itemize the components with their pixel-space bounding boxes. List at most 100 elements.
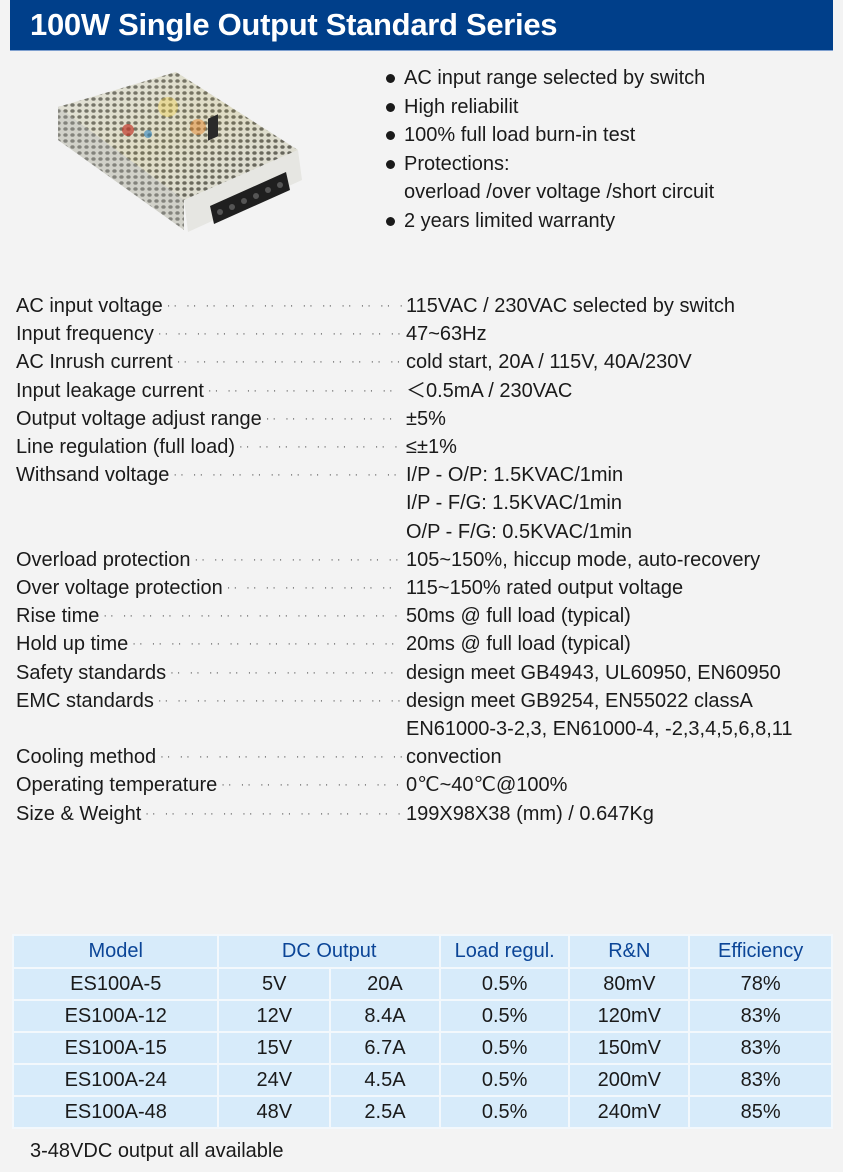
cell-voltage: 24V (217, 1063, 332, 1097)
spec-row-voltage-adjust: Output voltage adjust range·· ·· ·· ·· ·… (16, 405, 843, 433)
feature-list: AC input range selected by switch High r… (384, 64, 714, 235)
cell-voltage: 48V (217, 1095, 332, 1129)
spec-row-emc-standards: EMC standards·· ·· ·· ·· ·· ·· ·· ·· ·· … (16, 687, 843, 743)
model-table: Model DC Output Load regul. R&N Efficien… (11, 934, 833, 1129)
spec-row-hold-up-time: Hold up time·· ·· ·· ·· ·· ·· ·· ·· ·· ·… (16, 630, 843, 658)
dot-leader: ·· ·· ·· ·· ·· ·· ·· ·· ·· ·· ·· ·· ·· ·… (173, 469, 402, 482)
spec-label: Over voltage protection (16, 577, 223, 600)
dot-leader: ·· ·· ·· ·· ·· ·· ·· ·· ·· ·· ·· ·· ·· ·… (207, 384, 402, 397)
spec-label: Size & Weight (16, 802, 142, 825)
spec-label: Withsand voltage (16, 464, 170, 487)
spec-label: Safety standards (16, 661, 167, 684)
feature-item: High reliabilit (384, 93, 714, 122)
spec-row-leakage-current: Input leakage current·· ·· ·· ·· ·· ·· ·… (16, 377, 843, 405)
column-header-load-regul: Load regul. (438, 934, 571, 969)
dot-leader: ·· ·· ·· ·· ·· ·· ·· ·· ·· ·· ·· ·· ·· ·… (176, 356, 402, 369)
spec-row-rise-time: Rise time·· ·· ·· ·· ·· ·· ·· ·· ·· ·· ·… (16, 602, 843, 630)
column-header-rn: R&N (568, 934, 691, 969)
cell-load-regul: 0.5% (438, 1095, 571, 1129)
dot-leader: ·· ·· ·· ·· ·· ·· ·· ·· ·· ·· ·· ·· ·· ·… (166, 300, 402, 312)
spec-label: AC Inrush current (16, 351, 173, 374)
spec-label: Operating temperature (16, 774, 218, 797)
spec-list: AC input voltage·· ·· ·· ·· ·· ·· ·· ·· … (16, 292, 843, 828)
bullet-icon (386, 159, 395, 169)
spec-label: Input leakage current (16, 379, 204, 402)
spec-value: 115VAC / 230VAC selected by switch (406, 295, 736, 317)
spec-label: Rise time (16, 605, 100, 628)
spec-row-overload-protection: Overload protection·· ·· ·· ·· ·· ·· ·· … (16, 546, 843, 574)
table-row: ES100A-24 24V 4.5A 0.5% 200mV 83% (11, 1063, 833, 1097)
cell-voltage: 12V (217, 999, 332, 1033)
spec-value: EN61000-3-2,3, EN61000-4, -2,3,4,5,6,8,1… (406, 718, 793, 741)
spec-value: design meet GB9254, EN55022 classA (406, 689, 753, 712)
cell-efficiency: 85% (688, 1095, 833, 1129)
spec-value: I/P - O/P: 1.5KVAC/1min (406, 464, 624, 487)
column-header-model: Model (11, 934, 220, 969)
spec-row-safety-standards: Safety standards·· ·· ·· ·· ·· ·· ·· ·· … (16, 659, 843, 687)
spec-value: 20ms @ full load (typical) (406, 633, 631, 656)
spec-label: Hold up time (16, 633, 129, 656)
product-image (48, 72, 310, 252)
spec-value: ＜0.5mA / 230VAC (406, 379, 573, 402)
dot-leader: ·· ·· ·· ·· ·· ·· ·· ·· ·· ·· ·· ·· ·· ·… (145, 807, 402, 820)
bullet-icon (386, 131, 395, 140)
column-header-efficiency: Efficiency (688, 934, 833, 969)
spec-value: 105~150%, hiccup mode, auto-recovery (406, 548, 761, 571)
power-supply-illustration (58, 72, 302, 232)
cell-rn: 200mV (568, 1063, 691, 1097)
bullet-icon (386, 216, 395, 226)
spec-value: 115~150% rated output voltage (406, 577, 684, 600)
cell-load-regul: 0.5% (438, 999, 571, 1033)
dot-leader: ·· ·· ·· ·· ·· ·· ·· ·· ·· ·· ·· ·· ·· ·… (221, 779, 402, 792)
feature-item: 2 years limited warranty (384, 207, 714, 236)
spec-row-inrush-current: AC Inrush current·· ·· ·· ·· ·· ·· ·· ··… (16, 348, 843, 376)
spec-value: ±5% (406, 407, 446, 430)
spec-row-cooling-method: Cooling method·· ·· ·· ·· ·· ·· ·· ·· ··… (16, 743, 843, 771)
spec-label: EMC standards (16, 689, 154, 712)
footnote: 3-48VDC output all available (30, 1140, 284, 1162)
cell-voltage: 15V (217, 1031, 332, 1065)
title-bar: 100W Single Output Standard Series (10, 0, 833, 51)
spec-label: Line regulation (full load) (16, 436, 236, 459)
cell-rn: 80mV (568, 967, 691, 1001)
cell-current: 6.7A (329, 1031, 441, 1065)
cell-current: 20A (329, 967, 441, 1001)
dot-leader: ·· ·· ·· ·· ·· ·· ·· ·· ·· ·· ·· ·· ·· ·… (157, 694, 402, 707)
feature-item: AC input range selected by switch (384, 64, 714, 93)
spec-row-over-voltage-protection: Over voltage protection·· ·· ·· ·· ·· ··… (16, 574, 843, 602)
cell-current: 2.5A (329, 1095, 441, 1129)
dot-leader: ·· ·· ·· ·· ·· ·· ·· ·· ·· ·· ·· ·· ·· ·… (239, 441, 402, 454)
spec-label: Cooling method (16, 746, 157, 769)
spec-value: 199X98X38 (mm) / 0.647Kg (406, 802, 654, 825)
spec-row-input-frequency: Input frequency·· ·· ·· ·· ·· ·· ·· ·· ·… (16, 320, 843, 348)
spec-value: convection (406, 746, 502, 769)
spec-label: AC input voltage (16, 295, 163, 317)
cell-current: 8.4A (329, 999, 441, 1033)
bullet-icon (386, 74, 395, 83)
cell-model: ES100A-12 (11, 999, 220, 1033)
table-row: ES100A-5 5V 20A 0.5% 80mV 78% (11, 967, 833, 1001)
table-row: ES100A-48 48V 2.5A 0.5% 240mV 85% (11, 1095, 833, 1129)
cell-current: 4.5A (329, 1063, 441, 1097)
cell-load-regul: 0.5% (438, 1063, 571, 1097)
spec-label: Overload protection (16, 548, 191, 571)
dot-leader: ·· ·· ·· ·· ·· ·· ·· ·· ·· ·· ·· ·· ·· ·… (103, 610, 402, 623)
dot-leader: ·· ·· ·· ·· ·· ·· ·· ·· ·· ·· ·· ·· ·· ·… (157, 328, 402, 341)
cell-model: ES100A-24 (11, 1063, 220, 1097)
table-row: ES100A-12 12V 8.4A 0.5% 120mV 83% (11, 999, 833, 1033)
dot-leader: ·· ·· ·· ·· ·· ·· ·· ·· ·· ·· ·· ·· ·· ·… (265, 412, 402, 425)
spec-row-withstand-voltage: Withsand voltage·· ·· ·· ·· ·· ·· ·· ·· … (16, 461, 843, 546)
cell-efficiency: 83% (688, 999, 833, 1033)
spec-value: I/P - F/G: 1.5KVAC/1min (406, 492, 622, 515)
cell-load-regul: 0.5% (438, 1031, 571, 1065)
dot-leader: ·· ·· ·· ·· ·· ·· ·· ·· ·· ·· ·· ·· ·· ·… (194, 553, 402, 566)
cell-model: ES100A-15 (11, 1031, 220, 1065)
cell-model: ES100A-48 (11, 1095, 220, 1129)
table-row: ES100A-15 15V 6.7A 0.5% 150mV 83% (11, 1031, 833, 1065)
cell-rn: 120mV (568, 999, 691, 1033)
spec-value: 0℃~40℃@100% (406, 774, 568, 797)
cell-rn: 150mV (568, 1031, 691, 1065)
spec-row-ac-input-voltage: AC input voltage·· ·· ·· ·· ·· ·· ·· ·· … (16, 292, 843, 320)
cell-efficiency: 83% (688, 1031, 833, 1065)
column-header-dc-output: DC Output (217, 934, 441, 969)
